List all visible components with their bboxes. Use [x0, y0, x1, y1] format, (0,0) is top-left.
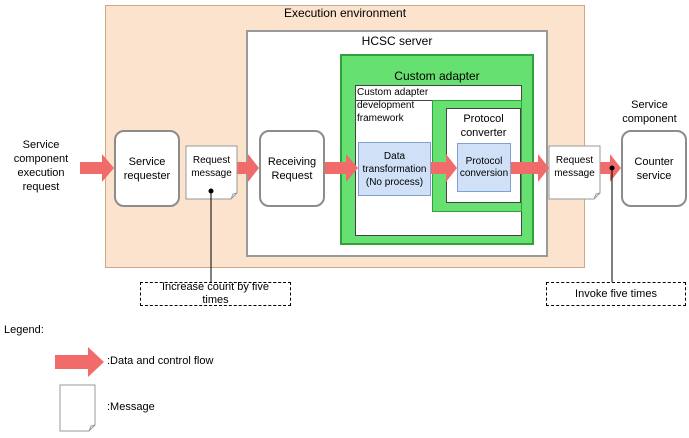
request-message-2-label: Request message [554, 155, 595, 179]
legend-message-label: :Message [107, 401, 155, 413]
framework-label: Custom adapter development framework [357, 87, 429, 124]
request-message-doc-1 [185, 145, 238, 200]
note-invoke-five-times: Invoke five times [546, 282, 686, 306]
legend-title: Legend: [4, 324, 44, 336]
legend-message-icon [59, 384, 96, 432]
data-transformation-box: Data transformation (No process) [358, 142, 431, 196]
legend-arrow-icon [55, 347, 104, 377]
protocol-conversion-box: Protocol conversion [457, 143, 511, 192]
flow-arrow-to-adapter [325, 154, 358, 182]
flow-arrow-out-of-adapter [511, 154, 549, 182]
service-component-label: Service component [622, 99, 677, 125]
execution-request-label: Service component execution request [13, 139, 69, 193]
hcsc-server-label: HCSC server [361, 34, 433, 48]
flow-arrow-input [80, 154, 114, 182]
legend-flow-label: :Data and control flow [107, 355, 214, 367]
flow-arrow-to-receiving [237, 154, 259, 182]
counter-service-box: Counter service [621, 130, 687, 207]
receiving-request-box: Receiving Request [259, 130, 325, 207]
request-message-1-label: Request message [191, 155, 232, 179]
service-requester-box: Service requester [114, 130, 180, 207]
protocol-converter-label: Protocol converter [460, 113, 507, 139]
flow-arrow-to-protocol [431, 154, 457, 182]
request-message-doc-2 [548, 145, 601, 200]
note-increase-count: Increase count by five times [140, 281, 291, 306]
execution-environment-label: Execution environment [283, 6, 407, 20]
custom-adapter-label: Custom adapter [394, 69, 480, 83]
